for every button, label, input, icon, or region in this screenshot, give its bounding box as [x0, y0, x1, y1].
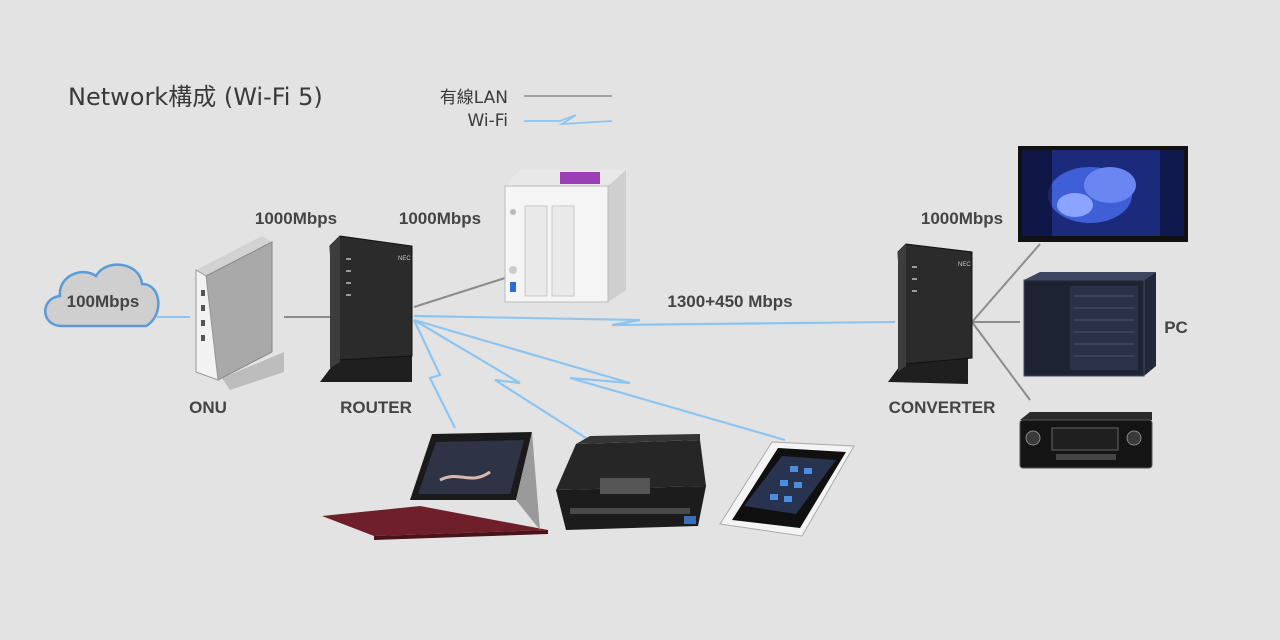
router-phone-wifi-link	[413, 318, 786, 442]
onu-label: ONU	[189, 398, 227, 417]
router-label: ROUTER	[340, 398, 412, 417]
printer-device	[556, 434, 706, 530]
router-nas-link	[413, 277, 506, 308]
pc-label: PC	[1164, 318, 1188, 337]
internet-cloud	[44, 263, 160, 328]
audio-receiver-device	[1019, 412, 1153, 469]
tv-device	[1018, 146, 1188, 242]
pc-device	[1023, 272, 1156, 377]
svg-text:NEC: NEC	[958, 262, 971, 268]
router-converter-wifi-link	[413, 314, 896, 327]
wired-links	[157, 243, 1041, 401]
tablet-device	[322, 432, 548, 540]
internet-speed-label: 100Mbps	[67, 292, 140, 311]
wifi-link-speed-label: 1300+450 Mbps	[667, 292, 792, 311]
converter-tv-link	[971, 243, 1041, 323]
converter-speed-label: 1000Mbps	[921, 209, 1003, 228]
onu-device	[195, 236, 284, 390]
onu-router-speed-label: 1000Mbps	[255, 209, 337, 228]
nas-device	[504, 170, 626, 303]
diagram-title: Network構成 (Wi-Fi 5)	[68, 83, 323, 111]
router-nas-speed-label: 1000Mbps	[399, 209, 481, 228]
legend-wifi-label: Wi-Fi	[467, 111, 508, 131]
router-device: NEC	[320, 235, 413, 382]
converter-audio-link	[971, 321, 1031, 401]
legend-wired-label: 有線LAN	[440, 88, 508, 108]
legend-wifi-line	[524, 114, 613, 126]
converter-device: NEC	[888, 243, 973, 384]
router-printer-wifi-link	[413, 319, 601, 448]
wifi-links	[413, 314, 896, 448]
svg-text:NEC: NEC	[398, 256, 411, 262]
router-tablet-wifi-link	[413, 319, 456, 429]
converter-label: CONVERTER	[889, 398, 996, 417]
phone-device	[719, 441, 855, 537]
